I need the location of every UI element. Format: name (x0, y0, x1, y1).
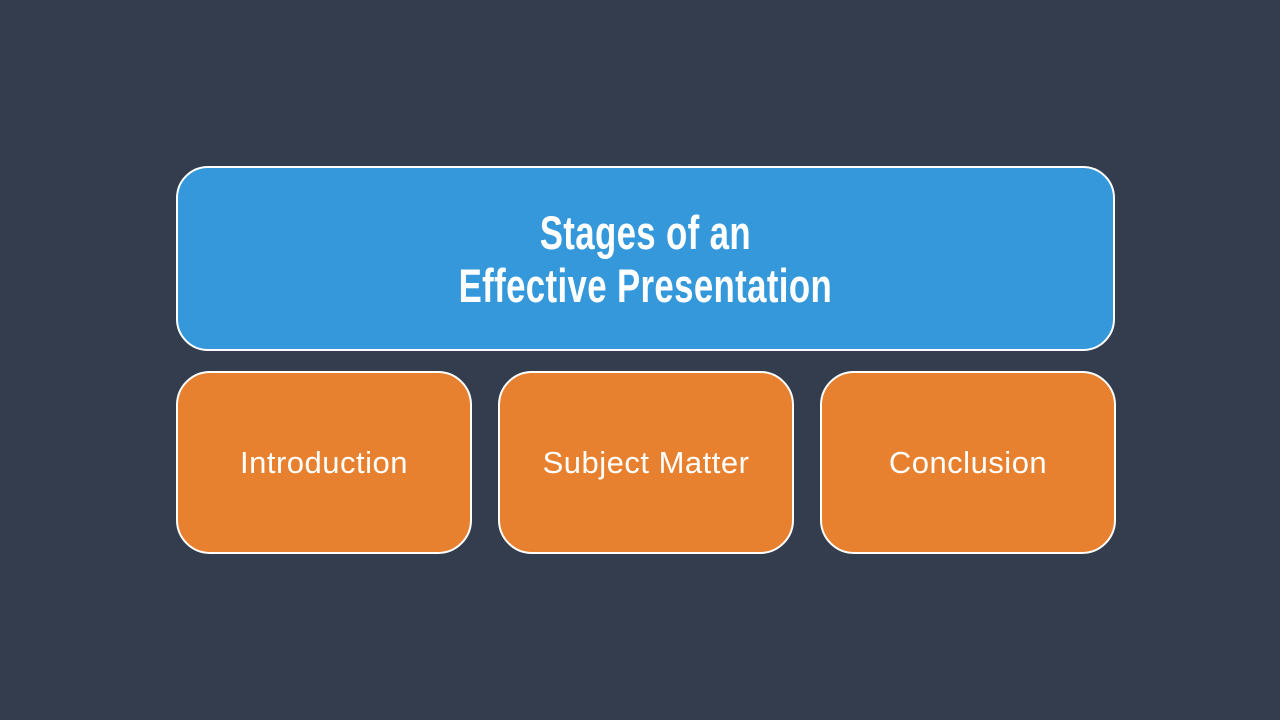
title-banner: Stages of an Effective Presentation (176, 166, 1115, 351)
stage-label-introduction: Introduction (240, 444, 408, 480)
stage-box-subject-matter: Subject Matter (498, 371, 794, 554)
stage-box-introduction: Introduction (176, 371, 472, 554)
stage-label-subject-matter: Subject Matter (542, 444, 750, 480)
stage-label-conclusion: Conclusion (888, 444, 1048, 480)
stage-box-conclusion: Conclusion (820, 371, 1116, 554)
slide-title-line-1: Stages of an (539, 205, 752, 259)
slide-title-line-2: Effective Presentation (458, 258, 833, 312)
slide-title: Stages of an Effective Presentation (459, 206, 832, 312)
stage-row: Introduction Subject Matter Conclusion (176, 371, 1116, 554)
